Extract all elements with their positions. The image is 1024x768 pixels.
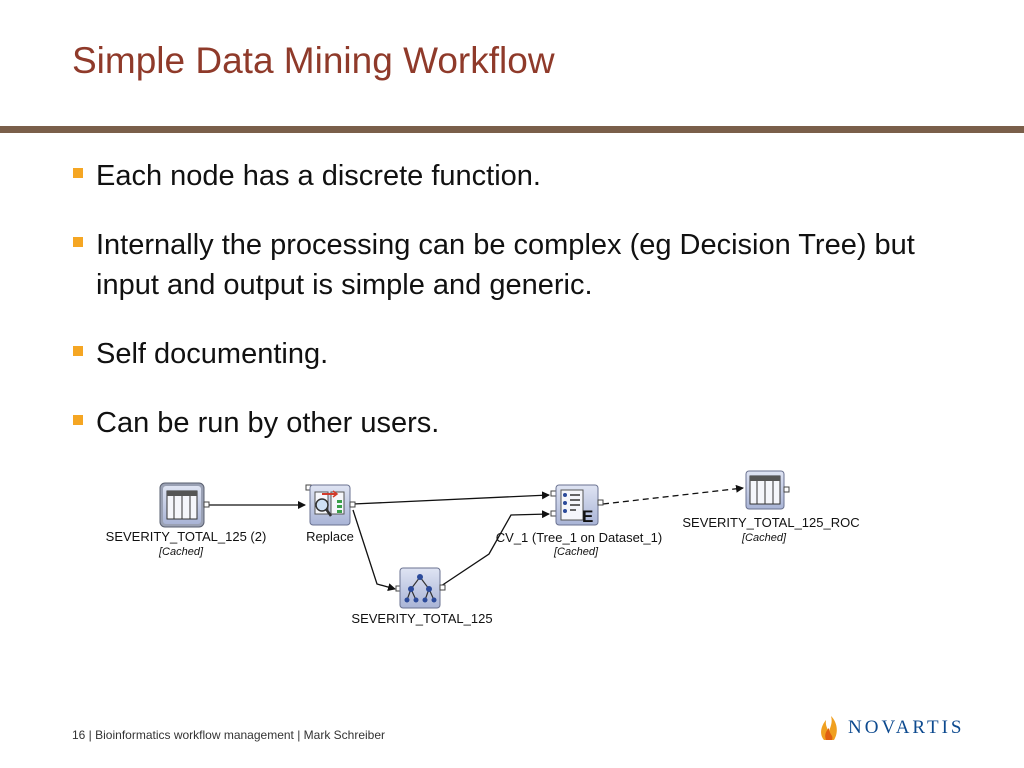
edge-n2-n4 <box>352 491 550 505</box>
bullet-square-icon <box>73 237 83 247</box>
logo-wordmark: NOVARTIS <box>848 717 965 738</box>
workflow-node-severity-total-125[interactable] <box>395 567 446 609</box>
title-divider <box>0 126 1024 133</box>
novartis-logo: NOVARTIS <box>818 714 964 742</box>
workflow-node-severity-total-125-roc[interactable] <box>745 470 790 510</box>
bullet-item: Can be run by other users. <box>72 403 972 443</box>
slide-footer: 16 | Bioinformatics workflow management … <box>72 728 386 742</box>
slide-title: Simple Data Mining Workflow <box>72 40 555 81</box>
workflow-node-cv-1[interactable]: E <box>550 484 604 526</box>
bullet-item: Each node has a discrete function. <box>72 156 972 196</box>
edge-n4-n5 <box>602 484 744 505</box>
node-status: [Cached] <box>553 546 599 558</box>
node-label: CV_1 (Tree_1 on Dataset_1) <box>496 530 662 545</box>
bullet-list: Each node has a discrete function. Inter… <box>72 156 972 472</box>
node-label: SEVERITY_TOTAL_125 <box>351 611 492 626</box>
edge-n3-n4 <box>440 510 550 587</box>
bullet-square-icon <box>73 415 83 425</box>
table-icon <box>166 490 198 520</box>
bullet-text: Can be run by other users. <box>96 407 440 439</box>
bullet-text: Self documenting. <box>96 338 329 370</box>
bullet-text: Each node has a discrete function. <box>96 160 541 192</box>
node-status: [Cached] <box>158 546 204 558</box>
node-label: Replace <box>306 529 354 544</box>
workflow-node-replace[interactable] <box>305 484 356 526</box>
edge-n2-n3 <box>352 509 396 591</box>
replace-icon <box>314 490 345 517</box>
bullet-item: Internally the processing can be complex… <box>72 225 972 305</box>
bullet-text: Internally the processing can be complex… <box>96 229 915 301</box>
bullet-item: Self documenting. <box>72 334 972 374</box>
svg-text:E: E <box>582 507 593 526</box>
node-label: SEVERITY_TOTAL_125_ROC <box>682 515 859 530</box>
table-icon <box>749 475 781 505</box>
node-status: [Cached] <box>741 532 787 544</box>
decision-tree-icon <box>404 574 437 603</box>
workflow-node-severity-total-125-2[interactable] <box>159 482 210 528</box>
bullet-square-icon <box>73 346 83 356</box>
bullet-square-icon <box>73 168 83 178</box>
flame-icon <box>821 716 837 740</box>
evaluate-icon: E <box>560 489 593 526</box>
node-label: SEVERITY_TOTAL_125 (2) <box>106 529 267 544</box>
